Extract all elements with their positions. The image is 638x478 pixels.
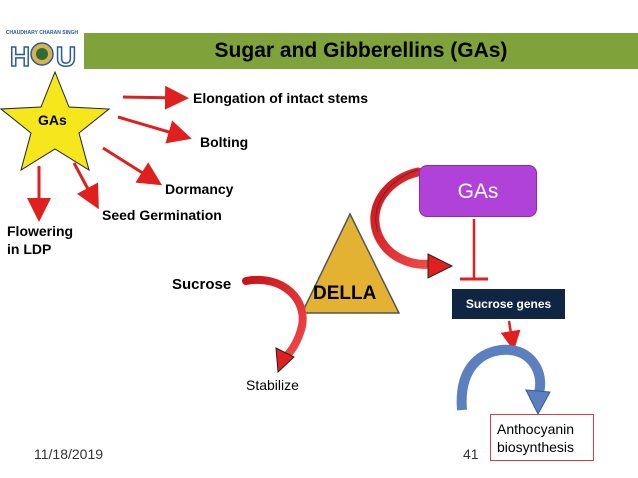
- blue-arc-arrow: [456, 344, 546, 411]
- gas-to-della-curve-arrow: [370, 167, 435, 269]
- stabilize-label: Stabilize: [246, 377, 299, 393]
- effect-dormancy: Dormancy: [165, 181, 234, 197]
- anthocyanin-box: Anthocyanin biosynthesis: [490, 414, 594, 461]
- arrow-seed-germination: [72, 162, 99, 210]
- arrow-bolting: [117, 115, 192, 144]
- effect-flowering-line1: Flowering: [7, 223, 74, 239]
- sucrose-genes-box: Sucrose genes: [452, 289, 565, 319]
- della-label: DELLA: [313, 283, 377, 304]
- gas-box: GAs: [419, 165, 537, 217]
- slide-title: Sugar and Gibberellins (GAs): [214, 39, 508, 62]
- title-bar: [84, 33, 638, 69]
- logo-text-right: U: [56, 41, 76, 72]
- anthocyanin-line2: biosynthesis: [497, 439, 575, 455]
- gas-star-icon: [0, 70, 111, 172]
- logo-top-text: CHAUDHARY CHARAN SINGH: [6, 30, 79, 36]
- effect-seed-germination: Seed Germination: [102, 207, 222, 223]
- arrow-sucrose-genes-down: [500, 320, 521, 351]
- sucrose-label: Sucrose: [172, 276, 232, 293]
- effect-elongation: Elongation of intact stems: [193, 90, 369, 106]
- sucrose-curve-arrow: [242, 275, 307, 362]
- effect-flowering-line2: in LDP: [7, 241, 52, 257]
- logo-text-left: H: [10, 41, 30, 72]
- star-label: GAs: [38, 112, 67, 128]
- footer-date: 11/18/2019: [34, 446, 104, 462]
- effect-bolting: Bolting: [200, 134, 249, 150]
- page-number: 41: [463, 446, 479, 462]
- della-triangle-icon: [300, 212, 401, 314]
- arrow-dormancy: [102, 146, 163, 186]
- anthocyanin-line1: Anthocyanin: [497, 421, 575, 437]
- university-logo: CHAUDHARY CHARAN SINGH H U: [2, 28, 82, 74]
- arrow-elongation: [122, 85, 189, 110]
